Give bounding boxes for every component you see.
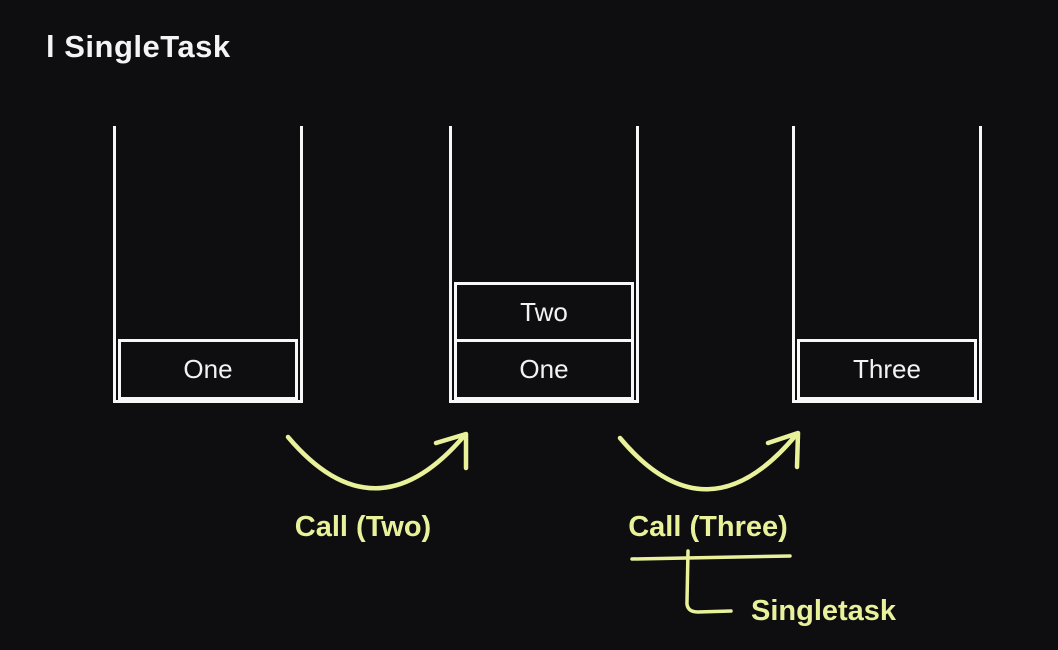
arrow-label-call-two: Call (Two) bbox=[294, 511, 432, 543]
stack-frame-3: Three bbox=[792, 126, 982, 403]
singletask-callout-bracket bbox=[630, 549, 792, 614]
curved-arrow-call-three bbox=[617, 430, 801, 492]
stack-cell-one: One bbox=[118, 339, 298, 400]
slide-title: l SingleTask bbox=[46, 29, 231, 64]
curved-arrow-call-two bbox=[285, 431, 469, 491]
stack-cell-three: Three bbox=[797, 339, 977, 400]
stack-frame-1: One bbox=[113, 126, 303, 403]
annotation-label-singletask: Singletask bbox=[751, 595, 897, 627]
arrow-label-call-three: Call (Three) bbox=[628, 511, 788, 543]
stack-frame-2: Two One bbox=[449, 126, 639, 403]
stack-cell-one: One bbox=[454, 339, 634, 400]
